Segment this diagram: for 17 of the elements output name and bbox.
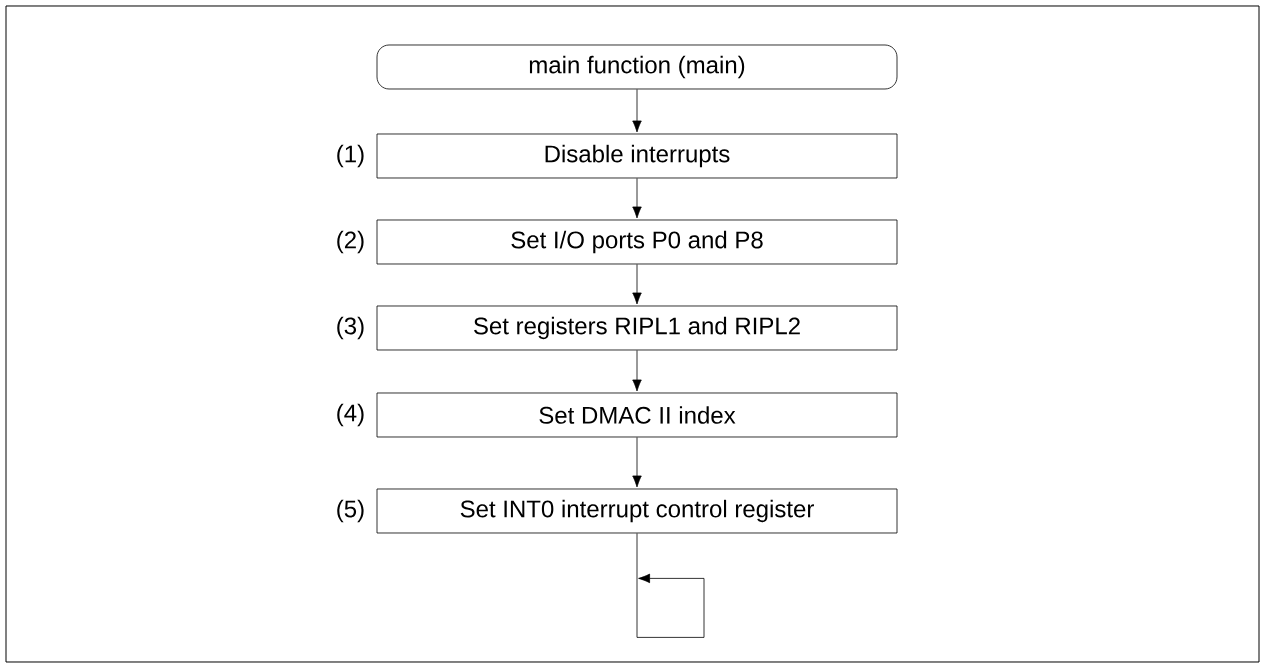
step-number: (5) (337, 499, 364, 523)
loop-arrow (636, 533, 705, 638)
process-box: Set registers RIPL1 and RIPL2 (376, 305, 898, 351)
step-number: (3) (337, 316, 364, 340)
step-number: (1) (337, 144, 364, 168)
arrow (632, 89, 642, 133)
step-number: (2) (337, 230, 364, 254)
process-box: Set I/O ports P0 and P8 (376, 219, 898, 265)
terminal-box: main function (main) (376, 44, 898, 90)
arrow (632, 437, 642, 488)
process-box: Set DMAC II index (376, 392, 898, 438)
process-box: Disable interrupts (376, 133, 898, 179)
arrow (632, 178, 642, 219)
step-number: (4) (337, 403, 364, 427)
arrow (632, 350, 642, 392)
process-box: Set INT0 interrupt control register (376, 488, 898, 534)
arrow (632, 264, 642, 305)
